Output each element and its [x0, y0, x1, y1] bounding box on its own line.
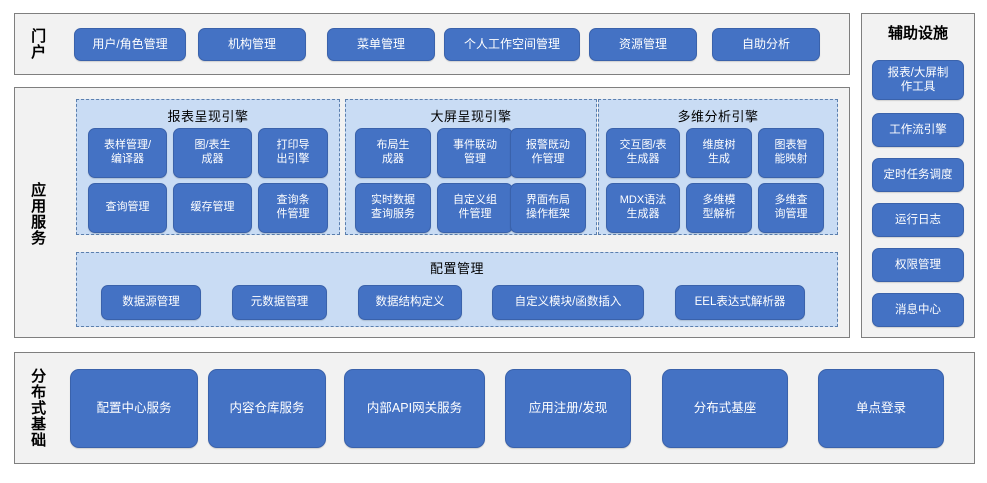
distributed-section-label: 分布式基础 [29, 368, 47, 448]
portal-item-self-analysis[interactable]: 自助分析 [712, 28, 820, 61]
engine-bigscreen-item-layout-generator[interactable]: 布局生 成器 [355, 128, 431, 178]
engine-olap-item-mdx-generator[interactable]: MDX语法 生成器 [606, 183, 680, 233]
engine-report-title: 报表呈现引擎 [167, 109, 249, 124]
engine-report-item-query-condition[interactable]: 查询条 件管理 [258, 183, 328, 233]
engine-report-item-chart-generator[interactable]: 图/表生 成器 [173, 128, 252, 178]
config-item-custom-module[interactable]: 自定义模块/函数插入 [492, 285, 644, 320]
distributed-item-app-registry[interactable]: 应用注册/发现 [505, 369, 631, 448]
aux-item-permission[interactable]: 权限管理 [872, 248, 964, 282]
distributed-item-sso[interactable]: 单点登录 [818, 369, 944, 448]
portal-section-label: 门户 [29, 28, 47, 60]
aux-item-runtime-log[interactable]: 运行日志 [872, 203, 964, 237]
config-item-metadata[interactable]: 元数据管理 [232, 285, 327, 320]
engine-olap-item-model-parser[interactable]: 多维模 型解析 [686, 183, 752, 233]
engine-bigscreen-title: 大屏呈现引擎 [430, 109, 512, 124]
config-item-datasource[interactable]: 数据源管理 [101, 285, 201, 320]
app-services-section-label: 应用服务 [29, 182, 47, 246]
engine-bigscreen-item-realtime-query[interactable]: 实时数据 查询服务 [355, 183, 431, 233]
distributed-item-distributed-base[interactable]: 分布式基座 [662, 369, 788, 448]
aux-item-scheduler[interactable]: 定时任务调度 [872, 158, 964, 192]
engine-report-item-query-mgmt[interactable]: 查询管理 [88, 183, 167, 233]
aux-item-workflow-engine[interactable]: 工作流引擎 [872, 113, 964, 147]
engine-olap-item-query-mgmt[interactable]: 多维查 询管理 [758, 183, 824, 233]
engine-report-item-cache-mgmt[interactable]: 缓存管理 [173, 183, 252, 233]
engine-olap-item-dimension-tree[interactable]: 维度树 生成 [686, 128, 752, 178]
aux-item-message-center[interactable]: 消息中心 [872, 293, 964, 327]
portal-item-workspace[interactable]: 个人工作空间管理 [444, 28, 580, 61]
config-item-eel-parser[interactable]: EEL表达式解析器 [675, 285, 805, 320]
engine-olap-item-chart-smart-mapping[interactable]: 图表智 能映射 [758, 128, 824, 178]
portal-item-user-role[interactable]: 用户/角色管理 [74, 28, 186, 61]
aux-item-report-screen-tool[interactable]: 报表/大屏制 作工具 [872, 60, 964, 100]
portal-item-menu[interactable]: 菜单管理 [327, 28, 435, 61]
engine-olap-item-interactive-chart[interactable]: 交互图/表 生成器 [606, 128, 680, 178]
engine-bigscreen-item-custom-component[interactable]: 自定义组 件管理 [437, 183, 513, 233]
engine-report-item-template-editor[interactable]: 表样管理/ 编译器 [88, 128, 167, 178]
distributed-item-api-gateway[interactable]: 内部API网关服务 [344, 369, 485, 448]
portal-item-org[interactable]: 机构管理 [198, 28, 306, 61]
engine-bigscreen-item-ui-layout-framework[interactable]: 界面布局 操作框架 [510, 183, 586, 233]
engine-bigscreen-item-event-linkage[interactable]: 事件联动 管理 [437, 128, 513, 178]
portal-item-resource[interactable]: 资源管理 [589, 28, 697, 61]
distributed-item-content-repo[interactable]: 内容仓库服务 [208, 369, 326, 448]
engine-report-item-print-export[interactable]: 打印导 出引擎 [258, 128, 328, 178]
config-management-title: 配置管理 [429, 261, 484, 276]
distributed-item-config-center[interactable]: 配置中心服务 [70, 369, 198, 448]
config-item-data-structure[interactable]: 数据结构定义 [358, 285, 462, 320]
aux-section-label: 辅助设施 [887, 25, 948, 42]
engine-olap-title: 多维分析引擎 [677, 109, 759, 124]
engine-bigscreen-item-alarm-action[interactable]: 报警既动 作管理 [510, 128, 586, 178]
